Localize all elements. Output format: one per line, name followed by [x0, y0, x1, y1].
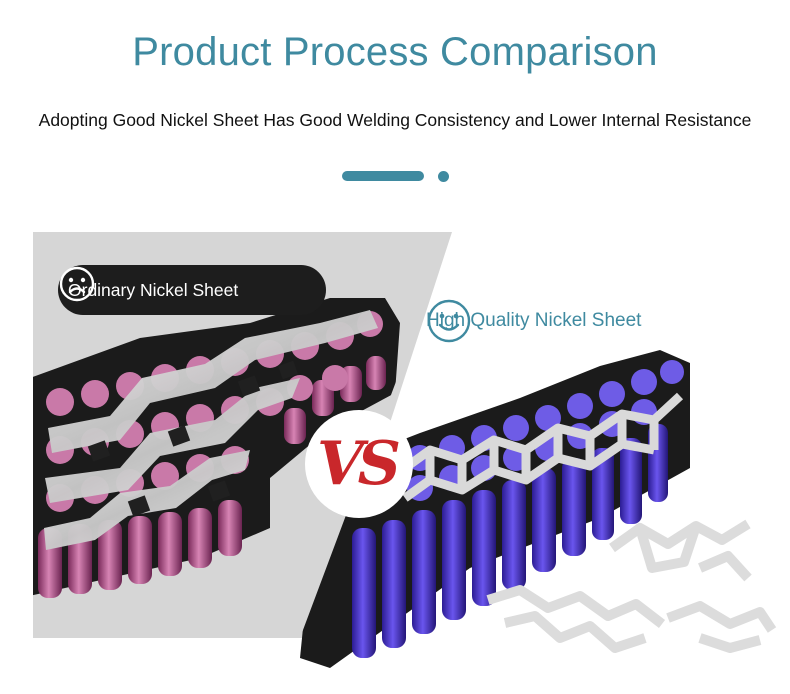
- smiley-face-icon: [427, 298, 691, 344]
- vs-text: VS: [317, 429, 401, 499]
- divider-dot: [438, 171, 449, 182]
- divider-dash: [342, 171, 424, 181]
- sad-face-icon: [59, 266, 280, 309]
- ordinary-nickel-label-text: Ordinary Nickel Sheet: [68, 279, 239, 300]
- high-quality-nickel-label: High Quality Nickel Sheet: [426, 298, 691, 344]
- page-title: Product Process Comparison: [132, 30, 658, 74]
- high-quality-battery-pack: [300, 350, 777, 668]
- ordinary-battery-pack: [33, 298, 400, 598]
- ordinary-nickel-label: Ordinary Nickel Sheet: [58, 265, 326, 315]
- page-subtitle: Adopting Good Nickel Sheet Has Good Weld…: [38, 110, 752, 130]
- comparison-image: Ordinary Nickel Sheet High Quality Nicke…: [0, 228, 790, 694]
- high-quality-nickel-label-text: High Quality Nickel Sheet: [426, 310, 642, 331]
- battery-comparison-illustration: [33, 232, 777, 668]
- vs-badge: VS: [305, 410, 413, 518]
